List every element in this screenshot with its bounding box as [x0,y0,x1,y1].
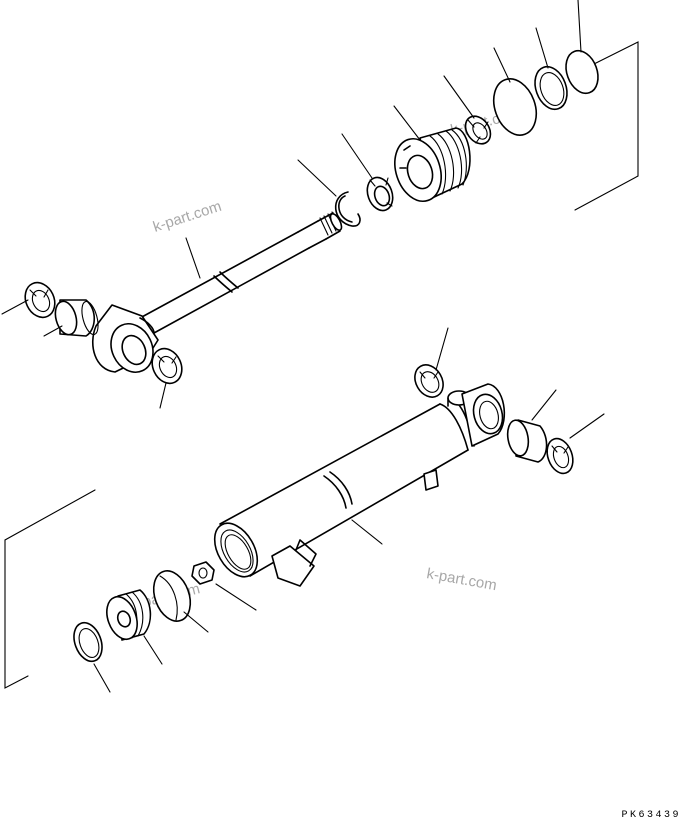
dust-seal-lower [151,347,183,385]
o-ring-large [492,78,538,136]
piston-seal [464,115,492,145]
dust-seal-head [414,364,444,398]
watermark-1: k-part.com [151,198,224,236]
nut [366,176,394,212]
dust-seal-tube [546,437,574,475]
group-bracket-rod [574,41,639,211]
cap-ring [152,570,192,622]
o-ring-end [565,49,599,95]
leader-lines-upper [1,0,582,409]
group-bracket-cylinder [4,489,96,689]
head-gland [106,589,152,641]
small-nut [191,561,215,585]
piston [394,127,471,202]
rod-eye [92,304,159,373]
drawing-code: PK63439 [621,810,681,821]
leader-lines-lower [93,327,605,693]
rod-seal [73,621,103,663]
piston-rod [92,211,343,373]
cylinder-tube [213,383,506,587]
snap-ring [334,191,361,227]
watermark-3: k-part.com [425,565,498,594]
dust-seal-left [24,281,56,319]
rod-thread [317,211,343,240]
bushing-tube [506,419,548,463]
backup-ring [534,65,568,111]
